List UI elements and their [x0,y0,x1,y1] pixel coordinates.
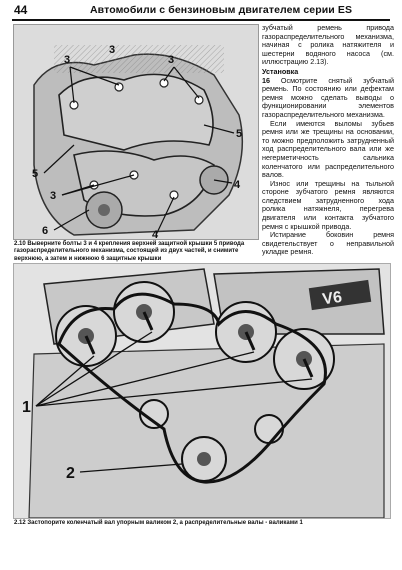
callout-5-b: 5 [32,168,38,180]
paragraph-2: Осмотрите снятый зубчатый ремень. По сос… [262,75,394,119]
callout-5-a: 5 [236,128,242,140]
callout-4-a: 4 [234,179,241,191]
header-rule [12,19,390,21]
page-number: 44 [14,3,28,17]
text-column: зубчатый ремень привода газораспределите… [262,23,394,257]
callout-3-b: 3 [168,54,174,66]
step-number: 16 [262,75,270,85]
engine-covers-illustration: 3 3 5 5 3 4 6 4 3 [14,25,258,239]
figure-engine-covers: 3 3 5 5 3 4 6 4 3 [13,24,259,240]
paragraph-4: Износ или трещины на тыльной стороне зуб… [262,178,394,231]
callout-1: 1 [22,399,31,416]
callout-3-a: 3 [64,54,70,66]
figure-caption-top: 2.10 Выверните болты 3 и 4 крепления вер… [14,241,245,262]
paragraph-5: Истирание боковин ремня свидетельствует … [262,230,394,257]
engine-v6-label: V6 [321,289,343,309]
paragraph-3: Если имеются выломы зубьев ремня или же … [262,118,394,180]
callout-2: 2 [66,465,75,482]
callout-6: 6 [42,225,48,237]
section-heading: Установка [262,66,299,76]
figure-caption-bottom: 2.12 Застопорите коленчатый вал упорным … [14,520,303,526]
upper-timing-cover [58,73,214,151]
timing-belt-illustration: V6 [14,264,390,518]
paragraph-1: зубчатый ремень привода газораспределите… [262,23,394,67]
running-header: Автомобили с бензиновым двигателем серии… [90,4,353,16]
callout-3-d: 3 [109,44,115,56]
figure-timing-belt: V6 [13,263,391,519]
callout-3-c: 3 [50,190,56,202]
callout-4-b: 4 [152,229,159,239]
timing-belt [57,292,327,484]
